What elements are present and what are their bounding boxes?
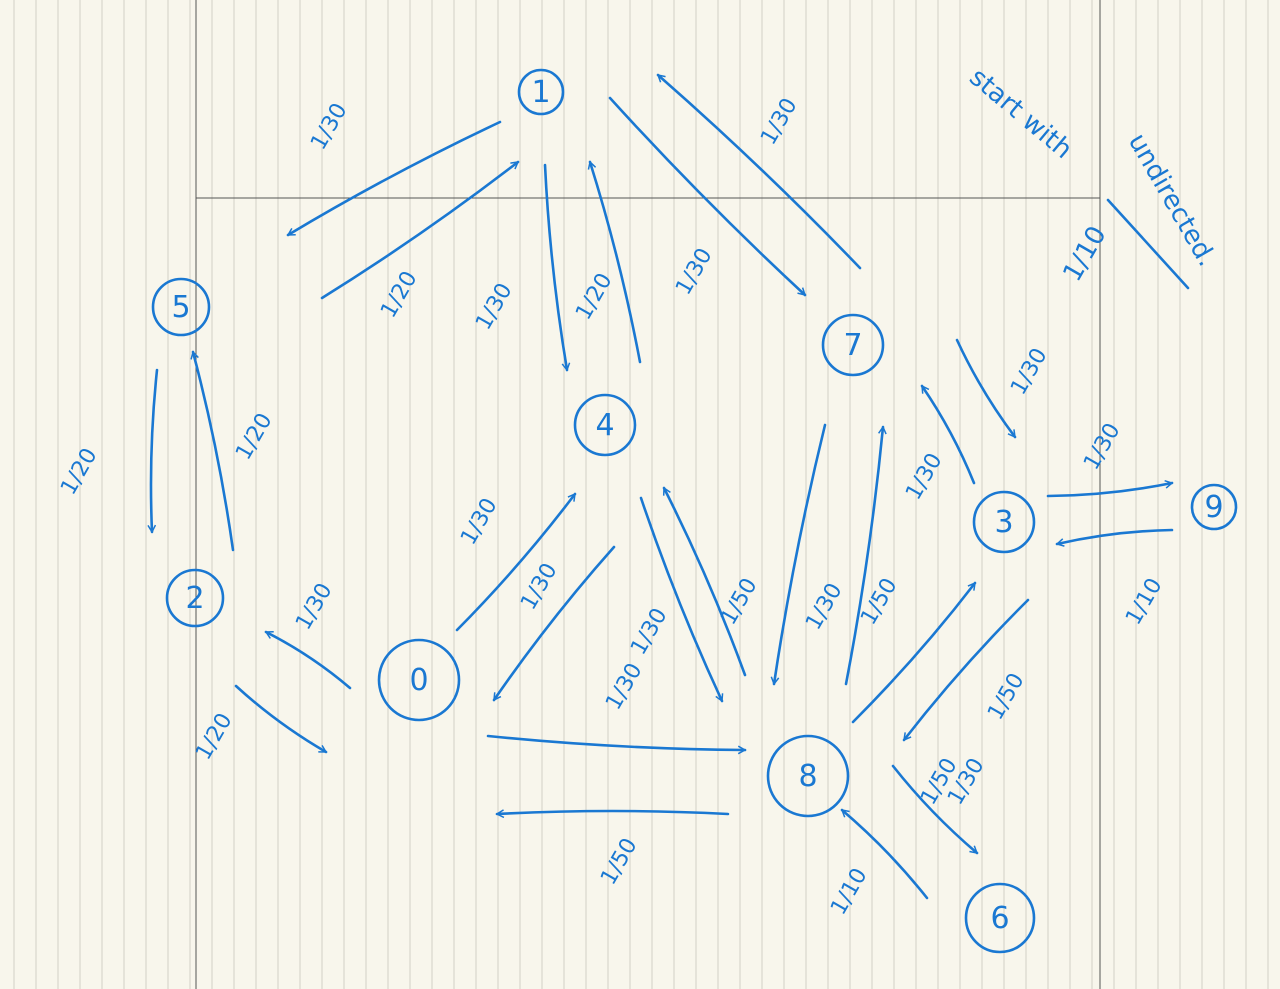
node-3-circle: [972, 490, 1036, 554]
edge-2-to-5: [193, 352, 235, 552]
edge-weight-4-to-1: 1/20: [571, 269, 617, 324]
node-4: 4: [573, 393, 637, 457]
node-6-circle: [964, 882, 1036, 954]
note-weight-text: 1/10: [1057, 221, 1112, 287]
edge-7-to-8: [774, 423, 827, 684]
note-start-with: start with: [964, 62, 1078, 165]
edge-weight-5-to-1: 1/20: [376, 267, 422, 322]
edge-weight-2-to-5: 1/20: [231, 409, 277, 464]
node-7-circle: [821, 313, 885, 377]
node-1: 1: [517, 68, 565, 116]
node-7-label: 7: [843, 328, 862, 363]
node-2-circle: [165, 568, 225, 628]
node-0-label: 0: [409, 663, 428, 698]
edge-1-to-7: [608, 96, 807, 297]
node-7: 7: [821, 313, 885, 377]
edge-weight-2-to-0: 1/20: [191, 709, 237, 764]
nodes: 0 1 2 3 4 5 6 7 8 9: [151, 68, 1238, 954]
edge-weight-0-to-4: 1/30: [456, 494, 502, 549]
edge-8-to-0: [497, 811, 730, 814]
edge-4-to-8: [639, 496, 722, 701]
edge-weight-0-to-2: 1/30: [291, 579, 337, 634]
edge-weight-8-to-3: 1/50: [983, 669, 1029, 724]
edge-weight-4-to-0: 1/30: [516, 559, 562, 614]
note-start-with-text: start with: [964, 62, 1078, 165]
note-weight: 1/10: [1057, 221, 1112, 287]
node-5-circle: [151, 277, 211, 337]
edge-8-to-6: [891, 764, 979, 855]
note-strike-line: [1106, 198, 1190, 290]
node-3: 3: [972, 490, 1036, 554]
edge-2-to-0: [234, 684, 326, 754]
edge-weight-7-to-1: 1/30: [756, 94, 802, 149]
edge-0-to-8: [486, 734, 745, 750]
node-8: 8: [766, 734, 850, 818]
edge-weight-3-to-9: 1/30: [1079, 419, 1125, 474]
edge-weight-8-to-0: 1/50: [596, 834, 642, 889]
node-0: 0: [377, 638, 461, 722]
edge-4-to-1: [590, 162, 642, 364]
node-4-circle: [573, 393, 637, 457]
node-9: 9: [1190, 483, 1238, 531]
edge-3-to-8: [902, 598, 1030, 742]
node-3-label: 3: [994, 505, 1013, 540]
node-2: 2: [165, 568, 225, 628]
node-1-label: 1: [531, 75, 550, 110]
node-9-circle: [1190, 483, 1238, 531]
node-8-label: 8: [798, 759, 817, 794]
node-1-circle: [517, 68, 565, 116]
edge-7-to-3: [955, 338, 1017, 439]
node-9-label: 9: [1204, 490, 1223, 525]
edge-weight-8-to-4: 1/50: [716, 574, 762, 629]
node-8-circle: [766, 734, 850, 818]
node-2-label: 2: [185, 581, 204, 616]
edge-0-to-2: [266, 630, 352, 690]
edge-0-to-4: [455, 492, 577, 632]
paper-rulings: [13, 0, 1269, 989]
edge-8-to-3: [851, 581, 977, 724]
edge-6-to-8: [840, 808, 929, 900]
node-5-label: 5: [171, 290, 190, 325]
edge-5-to-1: [320, 160, 520, 300]
edge-8-to-4: [662, 488, 747, 677]
edge-3-to-9: [1046, 483, 1172, 498]
edge-weight-1-to-4: 1/30: [471, 279, 517, 334]
edge-weight-1-to-7: 1/30: [671, 244, 717, 299]
edge-1-to-5: [288, 120, 502, 237]
edge-4-to-0: [492, 545, 616, 702]
note-undirected-text: undirected.: [1122, 129, 1222, 272]
edge-weight-7-to-3: 1/30: [1006, 344, 1052, 399]
edge-weight-3-to-7: 1/30: [901, 449, 947, 504]
node-6: 6: [964, 882, 1036, 954]
node-0-circle: [377, 638, 461, 722]
edge-weight-5-to-2: 1/20: [56, 444, 102, 499]
edge-5-to-2: [151, 368, 159, 532]
node-4-label: 4: [595, 408, 614, 443]
node-6-label: 6: [990, 901, 1009, 936]
edge-7-to-1: [656, 73, 862, 270]
edge-3-to-7: [920, 384, 976, 485]
edge-weight-1-to-5: 1/30: [306, 99, 352, 154]
edge-1-to-4: [543, 163, 567, 370]
edges: [151, 73, 1174, 900]
edge-9-to-3: [1057, 528, 1174, 544]
edge-8-to-7: [844, 427, 883, 686]
node-5: 5: [151, 277, 211, 337]
note-undirected: undirected.: [1122, 129, 1222, 272]
edge-weight-4-to-8: 1/30: [626, 604, 672, 659]
edge-weight-7-to-8: 1/30: [801, 579, 847, 634]
edge-weight-6-to-8: 1/10: [826, 864, 872, 919]
edge-weight-9-to-3: 1/10: [1121, 574, 1167, 629]
